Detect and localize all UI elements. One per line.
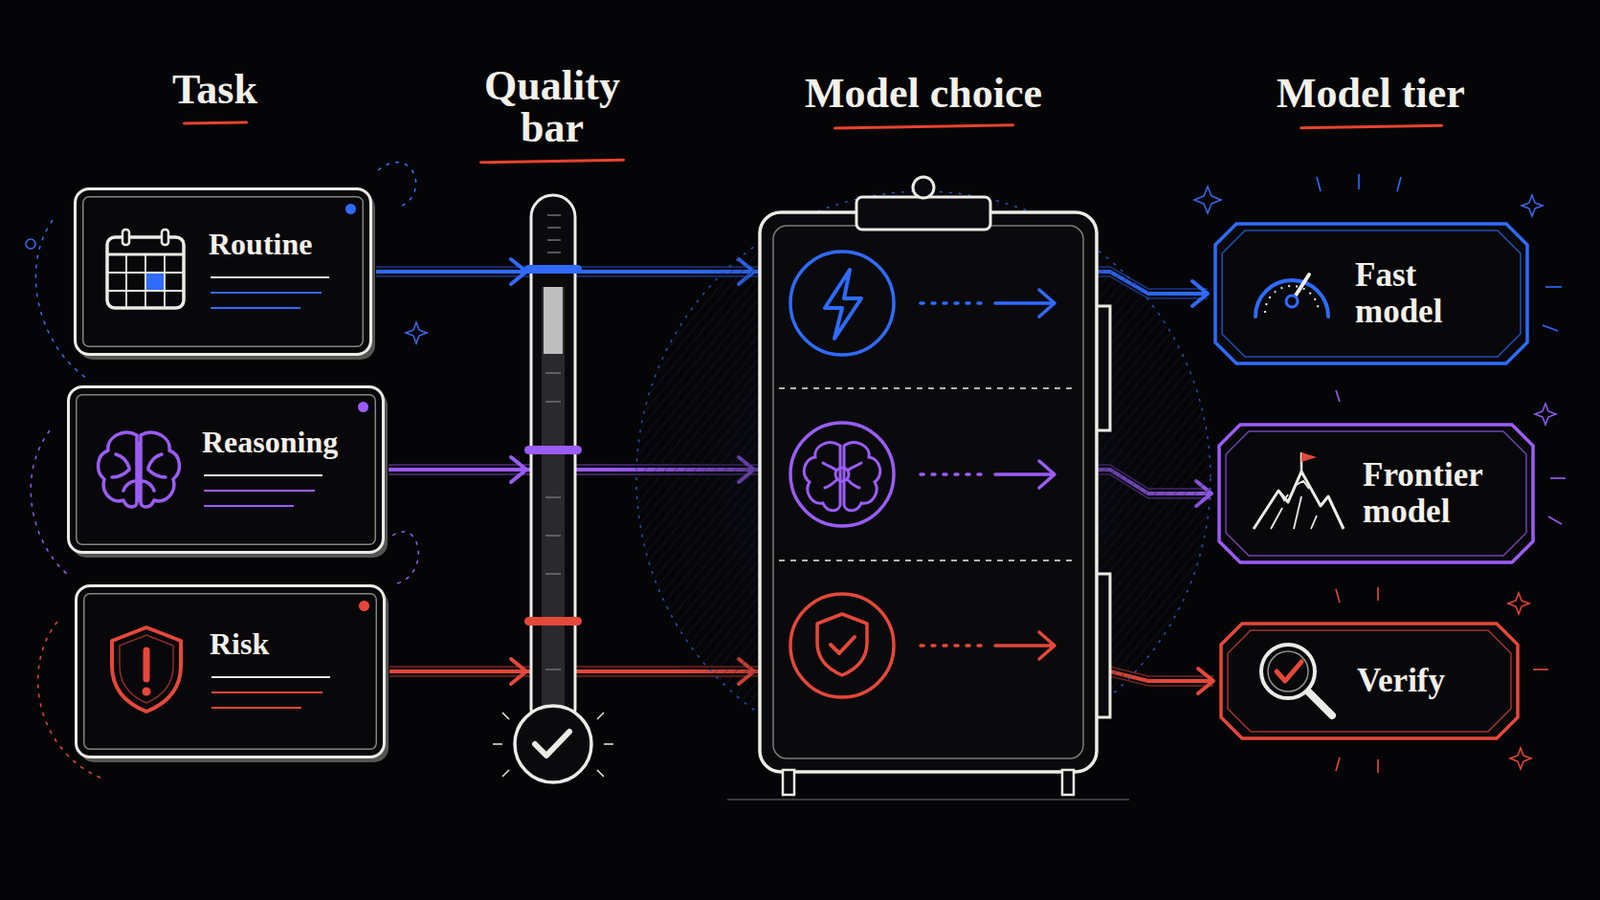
node-text: Verify [1356, 663, 1445, 700]
backdrop-glow [607, 162, 1240, 795]
model-tier-box: Verify [1219, 622, 1520, 741]
column-header: Quality bar [456, 65, 648, 163]
column-header: Task [172, 68, 258, 125]
icon [102, 622, 191, 722]
node-text: Reasoning [201, 425, 338, 460]
node-text: Frontier model [1362, 457, 1507, 531]
text-lines [201, 460, 327, 514]
node-text: Risk [209, 627, 334, 662]
icon [1245, 253, 1338, 334]
status-dot [358, 600, 370, 612]
column-header: Model tier [1276, 72, 1466, 129]
node-text: Routine [208, 227, 334, 262]
node-text: Fast model [1355, 257, 1499, 331]
column-header: Model choice [804, 72, 1043, 129]
swirls [30, 162, 419, 780]
icon [94, 423, 183, 516]
model-choice-clipboard [727, 177, 1130, 800]
task-card: Reasoning [66, 385, 385, 555]
text-lines [208, 262, 334, 316]
status-dot [345, 203, 356, 215]
model-tier-box: Frontier model [1217, 422, 1535, 565]
icon [101, 225, 190, 318]
icon [1251, 635, 1340, 728]
status-dot [357, 401, 369, 413]
icon [1249, 448, 1346, 539]
quality-bar-thermometer [492, 195, 614, 783]
text-lines [209, 662, 334, 716]
task-card: Routine [73, 187, 373, 356]
model-tier-box: Fast model [1213, 222, 1530, 366]
task-card: Risk [74, 584, 386, 759]
